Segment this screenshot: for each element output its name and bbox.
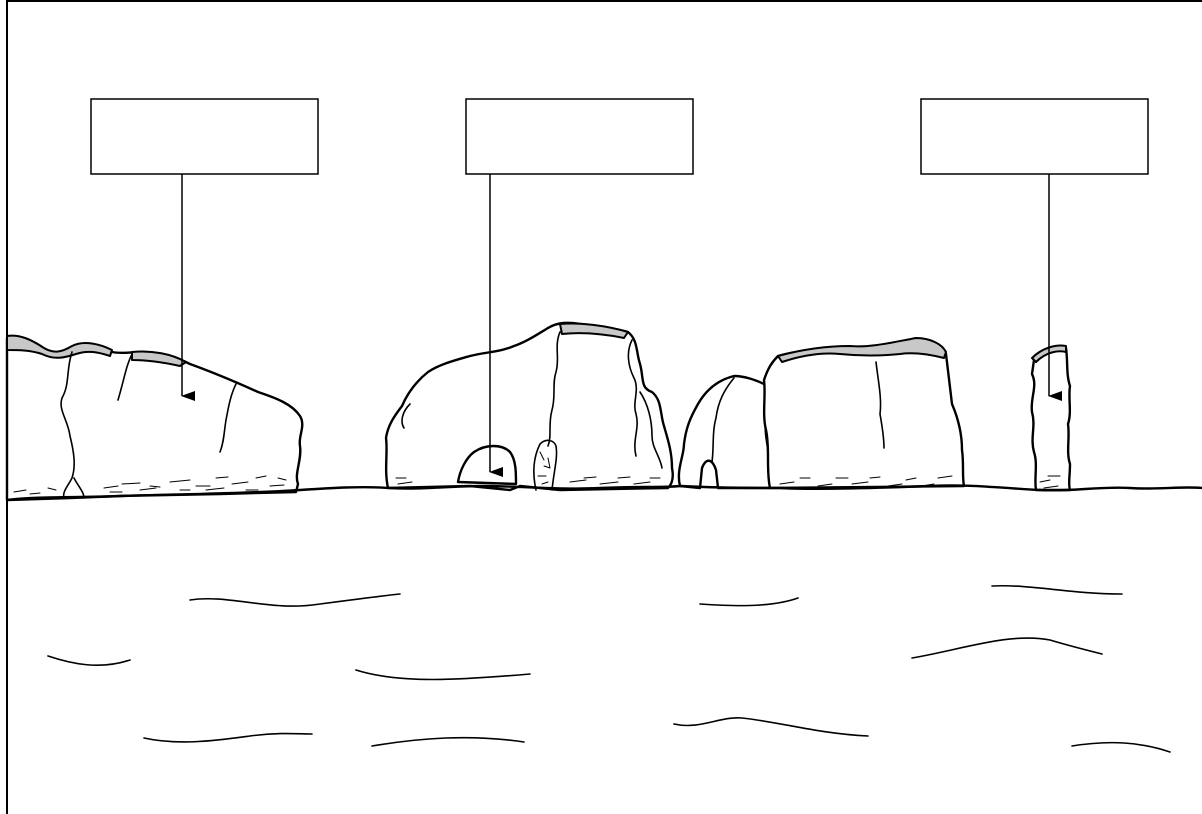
sea-surface (48, 586, 1170, 752)
label-box-cave[interactable] (466, 99, 693, 174)
label-box-arch[interactable] (91, 99, 318, 174)
label-box-stack[interactable] (921, 99, 1148, 174)
cave-rock (386, 323, 673, 490)
headland-rock (7, 336, 302, 500)
block-rock (764, 338, 964, 488)
stack-rock (1032, 346, 1070, 491)
arch-rock (679, 376, 772, 488)
